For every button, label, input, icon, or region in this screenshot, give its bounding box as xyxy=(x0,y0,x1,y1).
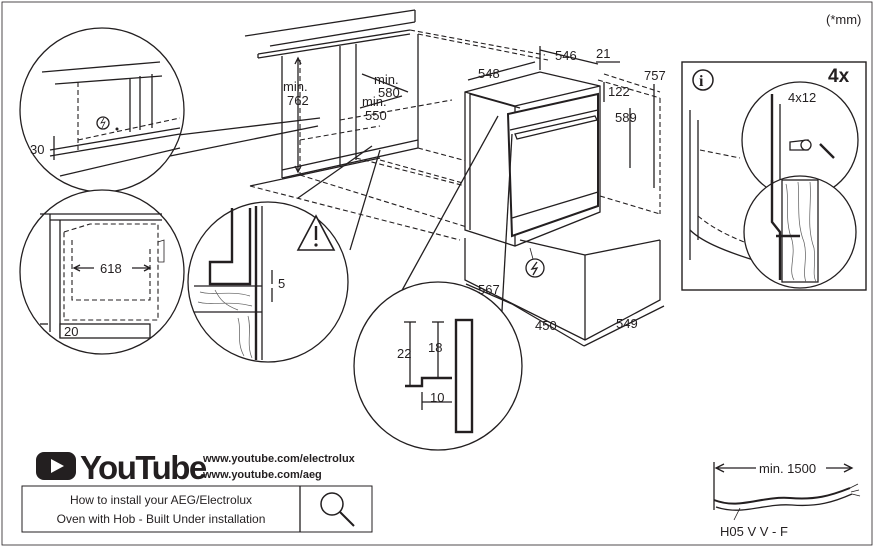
dim-549: 549 xyxy=(616,316,638,331)
lower-cabinet: 567 450 549 xyxy=(464,238,665,347)
dim-21: 21 xyxy=(596,46,610,61)
dim-757: 757 xyxy=(644,68,666,83)
dim-min-580-label: min. xyxy=(374,72,399,87)
search-icon[interactable] xyxy=(320,492,355,527)
dim-122: 122 xyxy=(608,84,630,99)
cable-length: min. 1500 xyxy=(759,461,816,476)
detail-depth-circle: 618 20 xyxy=(19,189,185,355)
youtube-logo-text: YouTube xyxy=(80,449,207,486)
screw-size: 4x12 xyxy=(788,90,816,105)
oven-drawing: 548 546 21 122 757 589 xyxy=(464,46,666,278)
info-icon xyxy=(692,69,714,91)
dim-min-762-label: min. xyxy=(283,79,308,94)
dim-450: 450 xyxy=(535,318,557,333)
search-text-line-1: How to install your AEG/Electrolux xyxy=(70,493,252,507)
dim-548: 548 xyxy=(478,66,500,81)
dim-min-762-value: 762 xyxy=(287,93,309,108)
search-text-line-2: Oven with Hob - Built Under installation xyxy=(57,512,266,526)
youtube-url-electrolux[interactable]: www.youtube.com/electrolux xyxy=(202,453,356,465)
search-box[interactable] xyxy=(21,485,373,533)
detail-edge-circle: 5 xyxy=(187,145,381,363)
dim-min-580-value: 580 xyxy=(378,85,400,100)
detail-socket-circle: 30 xyxy=(19,27,321,193)
dim-min-550-value: 550 xyxy=(365,108,387,123)
screw-detail-box: i 4x 4x12 xyxy=(681,61,867,291)
youtube-block: YouTube www.youtube.com/electrolux www.y… xyxy=(21,449,373,533)
dim-5: 5 xyxy=(278,276,285,291)
youtube-url-aeg[interactable]: www.youtube.com/aeg xyxy=(202,469,322,481)
dim-10: 10 xyxy=(430,390,444,405)
socket-electric-icon xyxy=(96,116,110,130)
info-symbol: i xyxy=(699,73,704,90)
dim-min-550-label: min. xyxy=(362,94,387,109)
dim-20: 20 xyxy=(64,324,78,339)
dim-567: 567 xyxy=(478,282,500,297)
dim-618: 618 xyxy=(100,261,122,276)
dim-30: 30 xyxy=(30,142,44,157)
detail-trim-circle: 22 18 10 xyxy=(353,115,523,451)
cable-drawing: min. 1500 H05 V V - F xyxy=(713,461,861,539)
dim-18: 18 xyxy=(428,340,442,355)
units-note: (*mm) xyxy=(826,12,861,27)
dim-589: 589 xyxy=(615,110,637,125)
cable-type: H05 V V - F xyxy=(720,524,788,539)
dim-546: 546 xyxy=(555,48,577,63)
dim-22: 22 xyxy=(397,346,411,361)
screw-count: 4x xyxy=(828,66,850,87)
